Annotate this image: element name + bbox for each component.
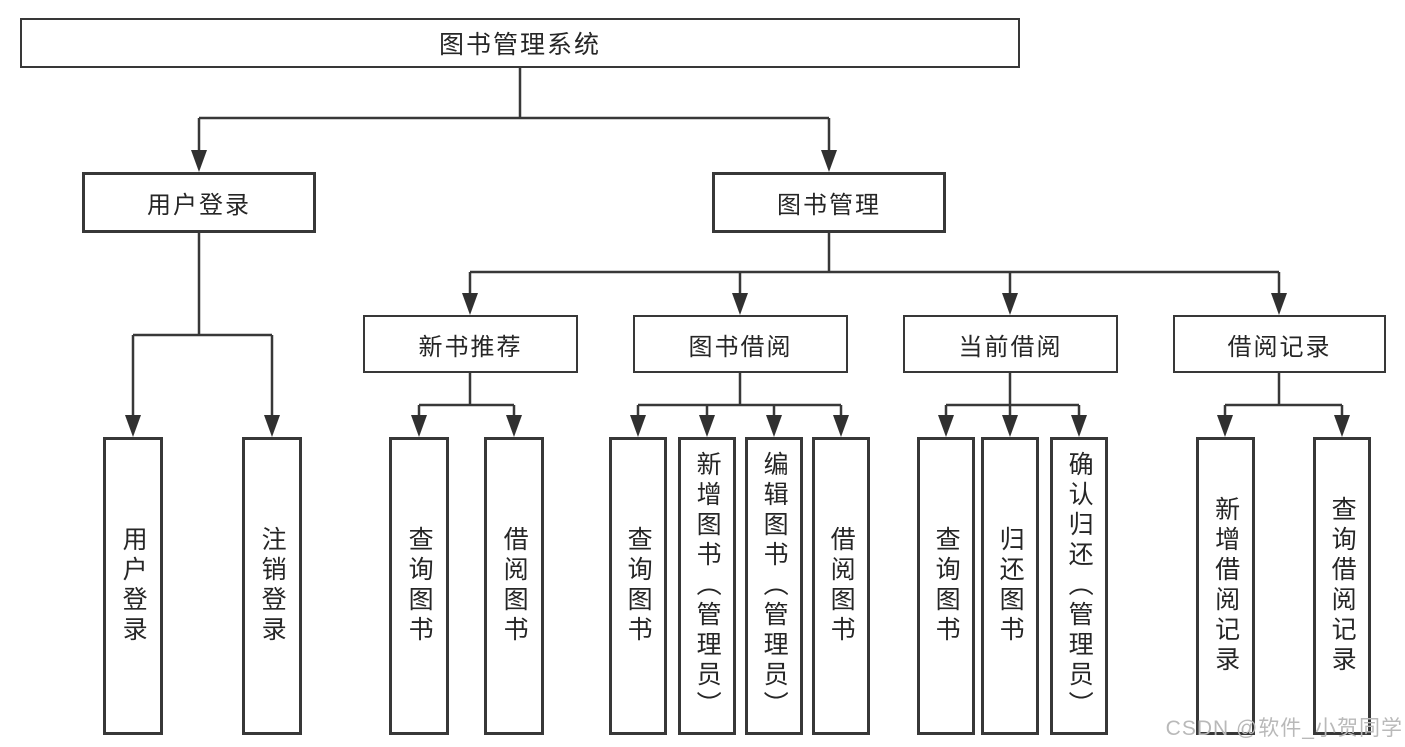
arrowhead-icon xyxy=(462,293,1287,315)
node-library-management-system: 图书管理系统 xyxy=(20,18,1020,68)
leaf-return-books: 归还图书 xyxy=(981,437,1039,735)
leaf-logout: 注销登录 xyxy=(242,437,302,735)
leaf-query-borrow-record: 查询借阅记录 xyxy=(1313,437,1371,735)
node-new-book-recommend: 新书推荐 xyxy=(363,315,578,373)
arrowhead-icon xyxy=(1217,415,1350,437)
leaf-confirm-return-admin: 确认归还（管理员） xyxy=(1050,437,1108,735)
leaf-add-books-admin: 新增图书（管理员） xyxy=(678,437,736,735)
connector-current-borrow-to-leaves xyxy=(944,373,1081,419)
leaf-borrow-books: 借阅图书 xyxy=(812,437,870,735)
leaf-query-books-current: 查询图书 xyxy=(917,437,975,735)
arrowhead-icon xyxy=(630,415,849,437)
connector-book-borrow-to-leaves xyxy=(636,373,843,419)
node-book-borrow: 图书借阅 xyxy=(633,315,848,373)
connector-borrow-records-to-leaves xyxy=(1223,373,1344,419)
leaf-query-books-recommend: 查询图书 xyxy=(389,437,449,735)
leaf-borrow-books-recommend: 借阅图书 xyxy=(484,437,544,735)
arrowhead-icon xyxy=(938,415,1087,437)
leaf-user-login: 用户登录 xyxy=(103,437,163,735)
arrowhead-icon xyxy=(125,415,280,437)
connector-new-book-to-leaves xyxy=(417,373,516,419)
arrowhead-icon xyxy=(191,150,837,172)
connector-book-management-to-level3 xyxy=(468,233,1281,297)
leaf-query-books-borrow: 查询图书 xyxy=(609,437,667,735)
node-user-login: 用户登录 xyxy=(82,172,316,233)
csdn-watermark: CSDN @软件_小贺同学 xyxy=(1165,717,1403,740)
node-book-management: 图书管理 xyxy=(712,172,946,233)
leaf-edit-books-admin: 编辑图书（管理员） xyxy=(745,437,803,735)
node-borrow-records: 借阅记录 xyxy=(1173,315,1386,373)
leaf-add-borrow-record: 新增借阅记录 xyxy=(1196,437,1255,735)
node-current-borrow: 当前借阅 xyxy=(903,315,1118,373)
connector-root-to-level2 xyxy=(197,68,831,152)
arrowhead-icon xyxy=(411,415,522,437)
connector-user-login-to-leaves xyxy=(131,233,274,419)
